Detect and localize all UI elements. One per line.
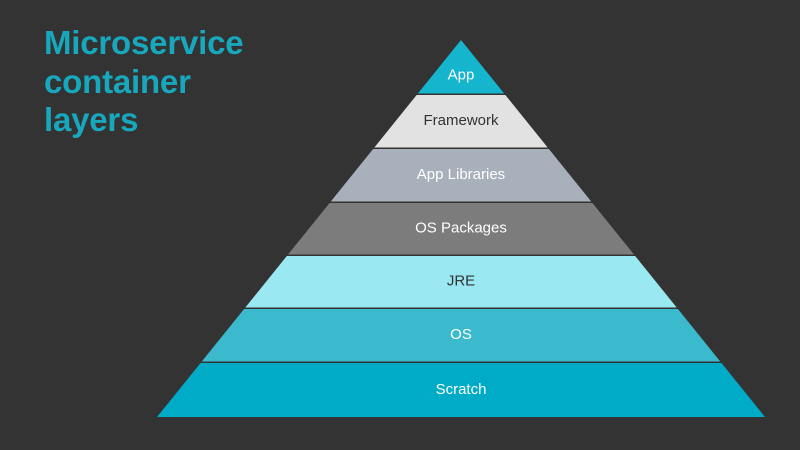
pyramid-layer-label: Scratch bbox=[436, 381, 487, 398]
pyramid-layer-label: OS bbox=[450, 326, 472, 343]
pyramid-layer-label: OS Packages bbox=[415, 220, 507, 237]
pyramid-layer-framework[interactable] bbox=[374, 95, 548, 148]
page-title: Microservice container layers bbox=[44, 24, 244, 139]
pyramid-layer-jre[interactable] bbox=[245, 256, 677, 308]
pyramid-layer-label: App Libraries bbox=[417, 166, 505, 183]
pyramid-layers-group bbox=[157, 40, 765, 417]
pyramid-layer-app[interactable] bbox=[417, 40, 505, 94]
pyramid-layer-os-packages[interactable] bbox=[288, 203, 634, 255]
pyramid-layer-label: App bbox=[448, 66, 475, 83]
pyramid-layer-label: Framework bbox=[423, 112, 499, 129]
pyramid-layer-label: JRE bbox=[447, 273, 475, 290]
pyramid-layer-os[interactable] bbox=[201, 309, 721, 362]
pyramid-layer-app-libraries[interactable] bbox=[330, 149, 592, 202]
pyramid-layer-scratch[interactable] bbox=[157, 363, 765, 417]
